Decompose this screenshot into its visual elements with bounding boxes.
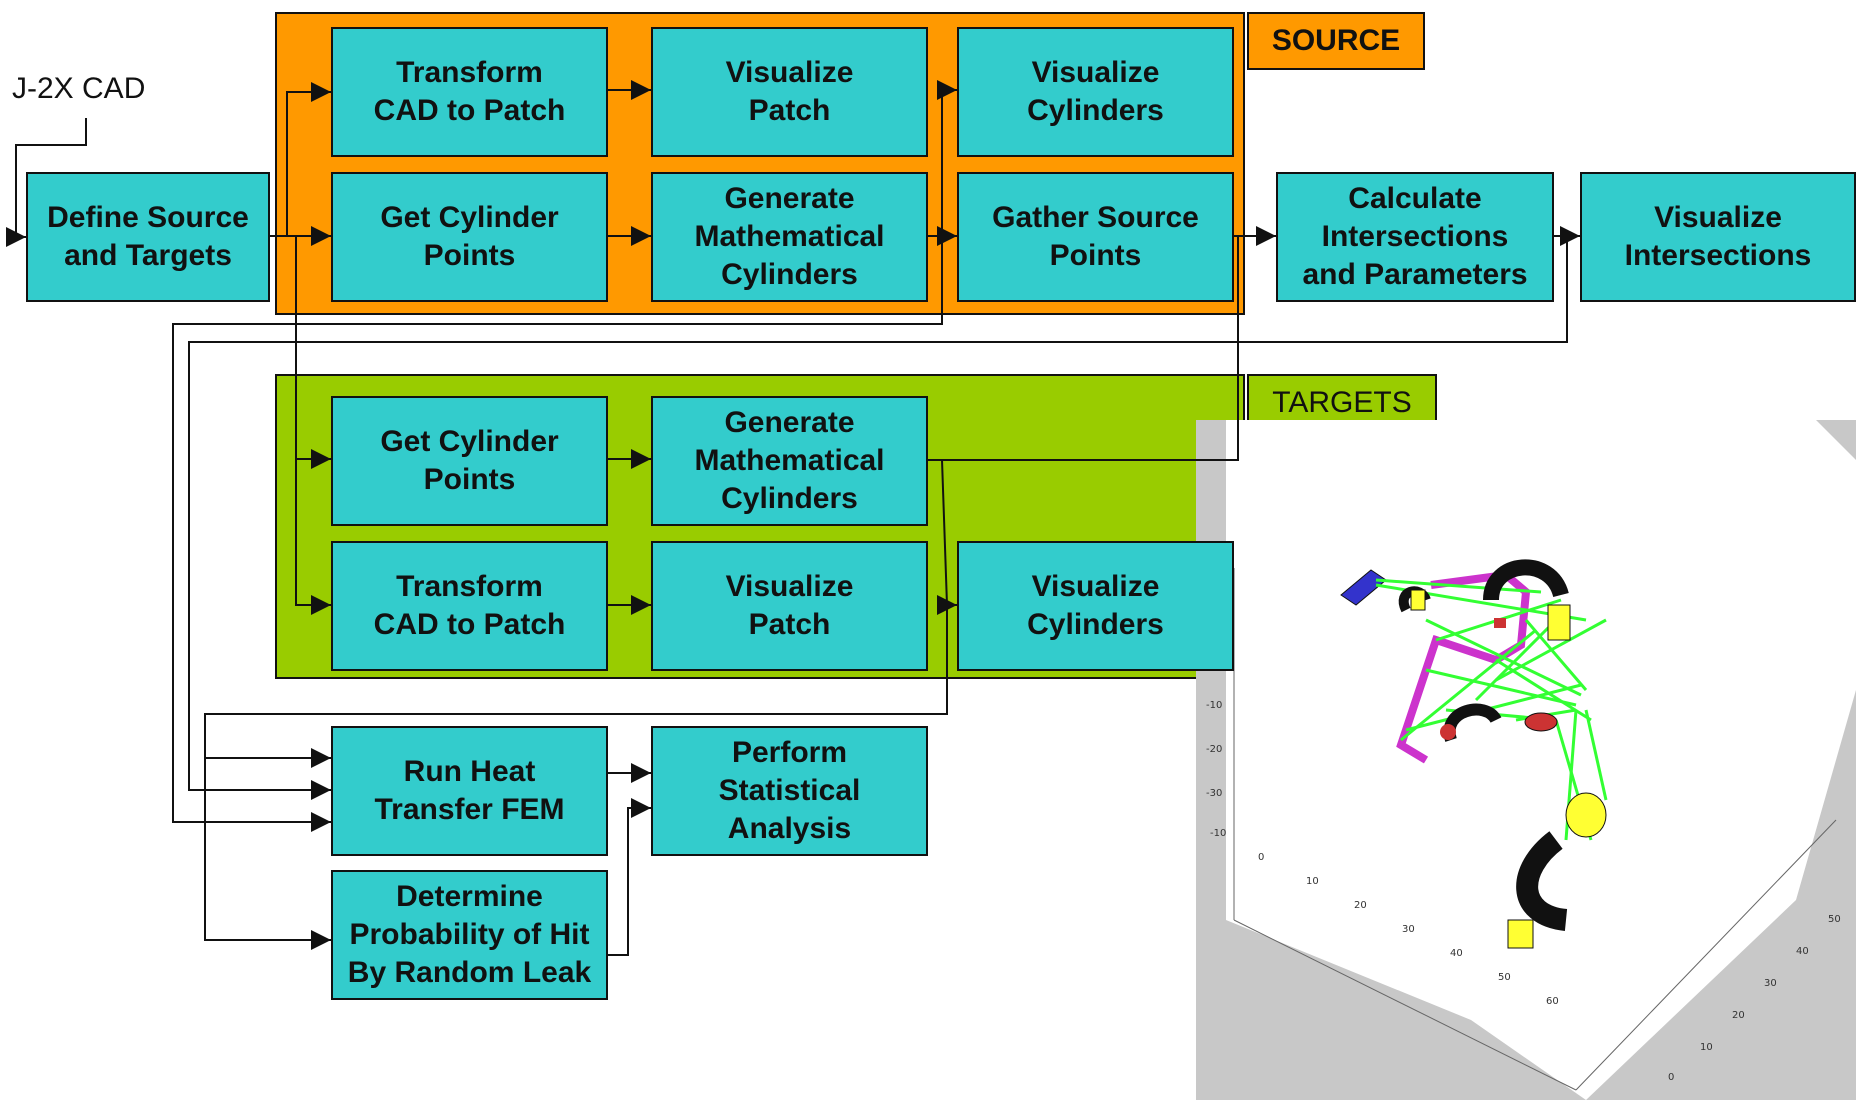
plot-tick-left: -10 (1206, 700, 1223, 711)
plot-tick-bottom-x: 10 (1306, 876, 1319, 887)
j2x-cad-input-label: J-2X CAD (12, 72, 146, 105)
run-heat-transfer-box: Run Heat Transfer FEM (331, 726, 608, 856)
intersection-plot-graphic (1226, 420, 1856, 1100)
calculate-intersections-box: Calculate Intersections and Parameters (1276, 172, 1554, 302)
plot-tick-bottom-x: 60 (1546, 996, 1559, 1007)
target-get-cylinder-points-box: Get Cylinder Points (331, 396, 608, 526)
define-source-targets-box: Define Source and Targets (26, 172, 270, 302)
plot-tick-bottom-y: 50 (1828, 914, 1841, 925)
plot-tick-bottom-y: 0 (1668, 1072, 1675, 1083)
plot-tick-bottom-x: -10 (1210, 828, 1227, 839)
plot-tick-bottom-x: 0 (1258, 852, 1265, 863)
gather-source-points-box: Gather Source Points (957, 172, 1234, 302)
plot-tick-bottom-x: 40 (1450, 948, 1463, 959)
plot-tick-bottom-x: 50 (1498, 972, 1511, 983)
perform-statistical-analysis-box: Perform Statistical Analysis (651, 726, 928, 856)
determine-probability-box: Determine Probability of Hit By Random L… (331, 870, 608, 1000)
source-get-cylinder-points-box: Get Cylinder Points (331, 172, 608, 302)
plot-tick-bottom-y: 10 (1700, 1042, 1713, 1053)
plot-tick-left: -30 (1206, 788, 1223, 799)
source-visualize-patch-box: Visualize Patch (651, 27, 928, 157)
plot-tick-bottom-y: 40 (1796, 946, 1809, 957)
plot-tick-bottom-y: 20 (1732, 1010, 1745, 1021)
plot-tick-bottom-y: 30 (1764, 978, 1777, 989)
intersection-plot: 20 10 0 -10 -20 -30 -10 0 10 20 30 40 50… (1196, 420, 1856, 1100)
plot-tick-bottom-x: 30 (1402, 924, 1415, 935)
target-visualize-cylinders-box: Visualize Cylinders (957, 541, 1234, 671)
target-transform-cad-box: Transform CAD to Patch (331, 541, 608, 671)
source-transform-cad-box: Transform CAD to Patch (331, 27, 608, 157)
target-visualize-patch-box: Visualize Patch (651, 541, 928, 671)
source-visualize-cylinders-box: Visualize Cylinders (957, 27, 1234, 157)
visualize-intersections-box: Visualize Intersections (1580, 172, 1856, 302)
source-generate-cylinders-box: Generate Mathematical Cylinders (651, 172, 928, 302)
source-group-label: SOURCE (1247, 12, 1425, 70)
plot-tick-left: -20 (1206, 744, 1223, 755)
plot-tick-bottom-x: 20 (1354, 900, 1367, 911)
target-generate-cylinders-box: Generate Mathematical Cylinders (651, 396, 928, 526)
